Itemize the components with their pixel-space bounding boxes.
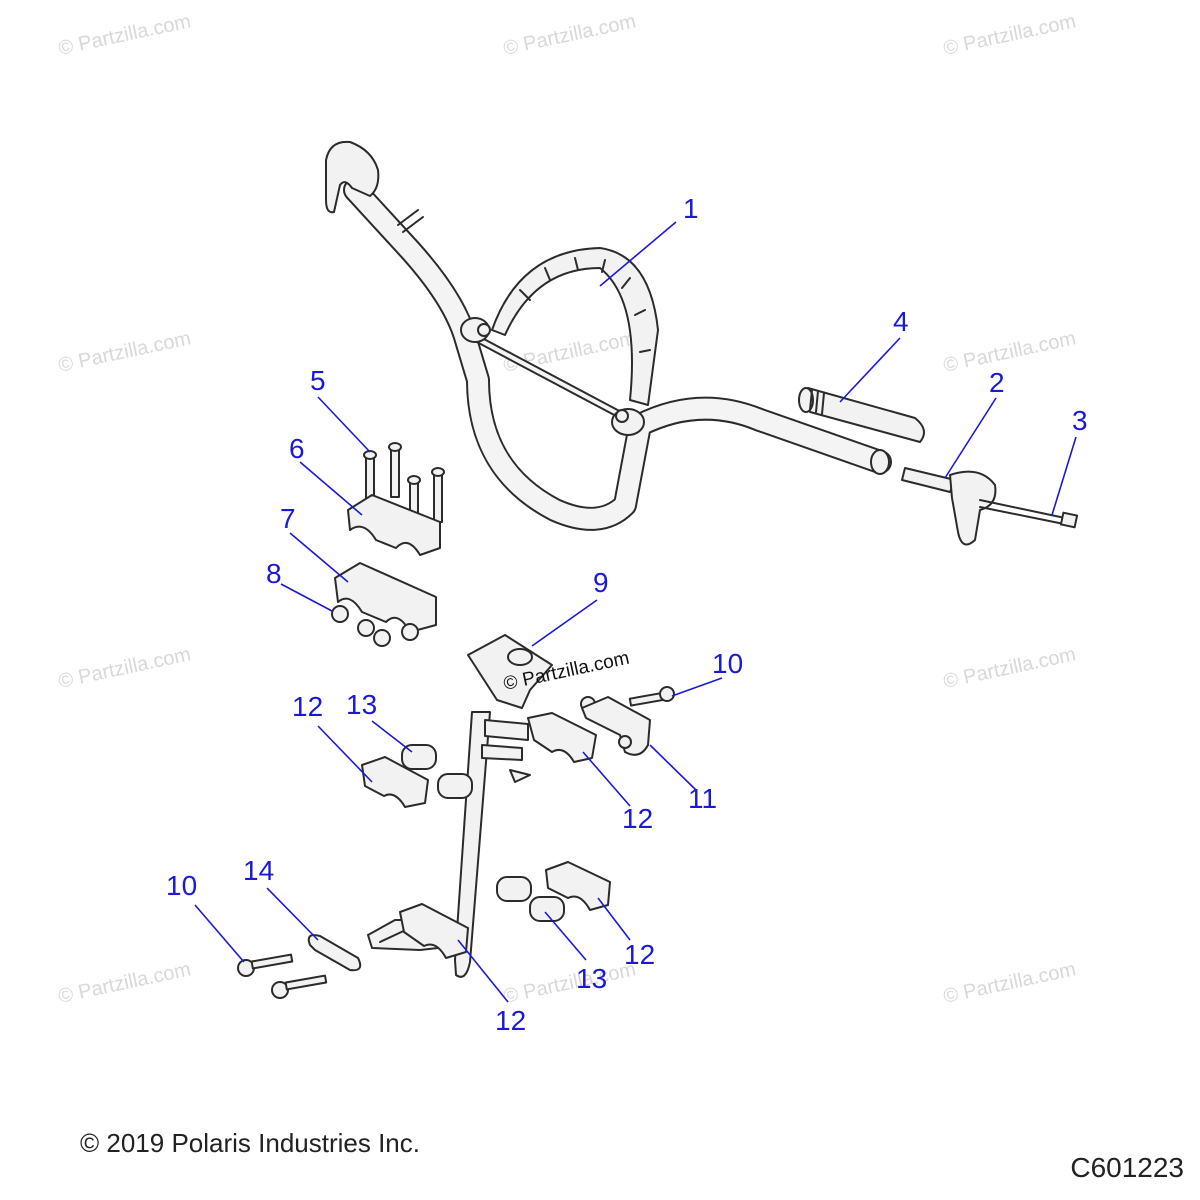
callout-13-upper: 13 [346,689,377,720]
watermark: © Partzilla.com [56,643,192,693]
upper-clamp [347,494,441,556]
watermark: © Partzilla.com [56,958,192,1008]
clamp-bolt [615,409,629,423]
callout-10-upper: 10 [712,648,743,679]
callout-12-mid: 12 [622,803,653,834]
callout-1: 1 [683,193,699,224]
callouts: 1 2 3 4 5 6 7 8 9 10 11 12 12 13 10 14 1… [166,193,1088,1036]
callout-4: 4 [893,306,909,337]
bar-pad [491,247,659,406]
watermark: © Partzilla.com [501,10,637,60]
watermark: © Partzilla.com [941,10,1077,60]
bar-end [870,449,890,475]
callout-10-lower: 10 [166,870,197,901]
callout-12-left: 12 [292,691,323,722]
callout-7: 7 [280,503,296,534]
clamp-block [361,712,611,959]
watermark: © Partzilla.com [501,327,637,377]
leader-lines [194,221,1077,1003]
callout-12-right: 12 [624,939,655,970]
clamp-bolt [477,323,491,337]
callout-3: 3 [1072,405,1088,436]
figure-id: C601223 [1070,1152,1184,1183]
throttle-housing [901,467,997,546]
callout-8: 8 [266,558,282,589]
callout-5: 5 [310,365,326,396]
handlebar [325,140,892,531]
nuts [331,605,419,647]
callout-11: 11 [688,783,717,814]
lower-bolts [237,953,328,999]
long-bolt [979,499,1079,529]
left-grip-end [325,140,380,214]
callout-14: 14 [243,855,274,886]
watermark: © Partzilla.com [56,327,192,377]
grip [798,387,925,443]
callout-13-lower: 13 [576,963,607,994]
bushings [401,744,565,922]
watermark: © Partzilla.com [941,643,1077,693]
callout-9: 9 [593,567,609,598]
watermark: © Partzilla.com [501,958,637,1008]
callout-6: 6 [289,433,305,464]
watermark: © Partzilla.com [56,10,192,60]
callout-12-bottom: 12 [495,1005,526,1036]
bracket [581,696,651,756]
lower-clamp [334,562,437,633]
callout-2: 2 [989,367,1005,398]
watermark: © Partzilla.com [941,958,1077,1008]
copyright-notice: © 2019 Polaris Industries Inc. [80,1128,420,1158]
plate [307,934,362,972]
watermark: © Partzilla.com [941,327,1077,377]
